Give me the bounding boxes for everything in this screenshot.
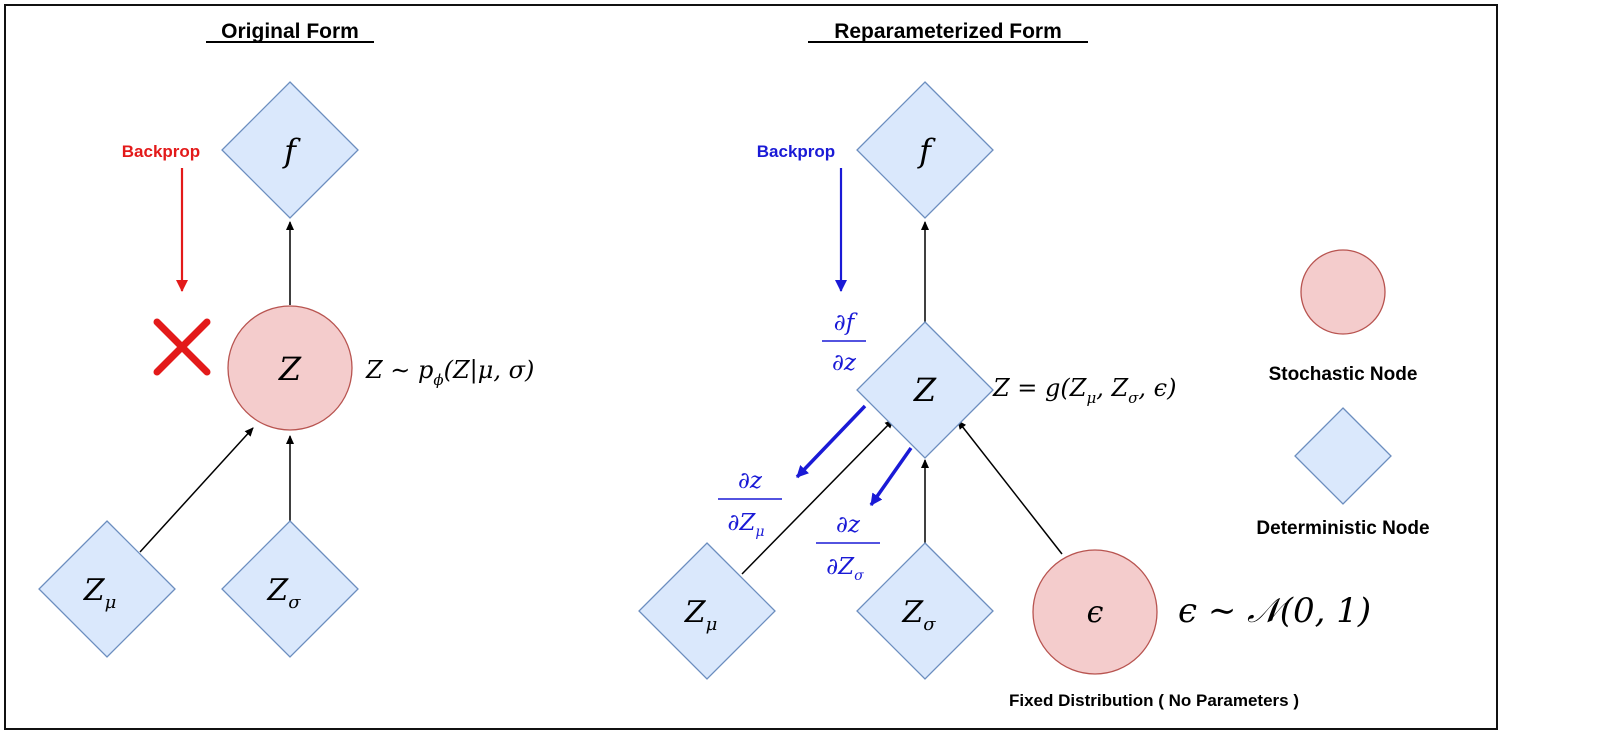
svg-text:∂f: ∂f: [834, 310, 858, 336]
reparam-zsigma-label: Zσ: [901, 595, 936, 635]
svg-text:∂z: ∂z: [738, 468, 763, 494]
grad-arrow-to-zsigma: [869, 446, 913, 507]
fixed-distribution-caption: Fixed Distribution ( No Parameters ): [1009, 691, 1299, 710]
original-z-node: [227, 305, 353, 431]
reparam-zmu-label: Zμ: [684, 595, 718, 635]
legend-stochastic-node: [1300, 249, 1386, 335]
blocked-x-icon: [153, 318, 211, 376]
original-backprop-label: Backprop: [122, 142, 200, 161]
reparam-eps-node: [1032, 549, 1158, 675]
reparam-z-label: Z: [913, 371, 937, 409]
original-z-equation: Z ∼ pϕ(Z|μ, σ): [365, 356, 534, 389]
reparam-zsigma-node: [856, 542, 994, 680]
reparam-z-equation: Z = g(Zμ, Zσ, ϵ): [992, 374, 1176, 407]
edge-rzmu-to-z: [741, 419, 894, 575]
grad-df-dz: ∂f ∂z: [822, 310, 866, 376]
edge-eps-to-z: [957, 420, 1063, 555]
reparam-backprop-label: Backprop: [757, 142, 835, 161]
original-z-label: Z: [278, 350, 302, 388]
original-zmu-label: Zμ: [83, 573, 117, 613]
original-f-node: [221, 81, 359, 219]
svg-text:∂Zσ: ∂Zσ: [826, 554, 864, 584]
reparam-zmu-node: [638, 542, 776, 680]
reparam-eps-label: ϵ: [1087, 595, 1104, 630]
legend-stochastic-label: Stochastic Node: [1269, 364, 1418, 385]
edge-zmu-to-z: [139, 427, 254, 553]
original-zsigma-node: [221, 520, 359, 658]
svg-text:∂z: ∂z: [836, 512, 861, 538]
reparam-f-node: [856, 81, 994, 219]
reparam-z-node: [856, 321, 994, 459]
legend-deterministic-label: Deterministic Node: [1256, 518, 1429, 539]
svg-text:∂Zμ: ∂Zμ: [728, 510, 765, 540]
original-title: Original Form: [221, 20, 359, 43]
original-zmu-node: [38, 520, 176, 658]
grad-dz-dzmu: ∂z ∂Zμ: [718, 468, 782, 540]
original-zsigma-label: Zσ: [266, 573, 301, 613]
grad-dz-dzsigma: ∂z ∂Zσ: [816, 512, 880, 584]
reparam-title: Reparameterized Form: [834, 20, 1062, 43]
legend-deterministic-node: [1294, 407, 1392, 505]
reparam-eps-equation: ϵ ∼ 𝒩(0, 1): [1178, 591, 1371, 631]
grad-arrow-to-zmu: [795, 404, 867, 479]
svg-text:∂z: ∂z: [832, 350, 857, 376]
